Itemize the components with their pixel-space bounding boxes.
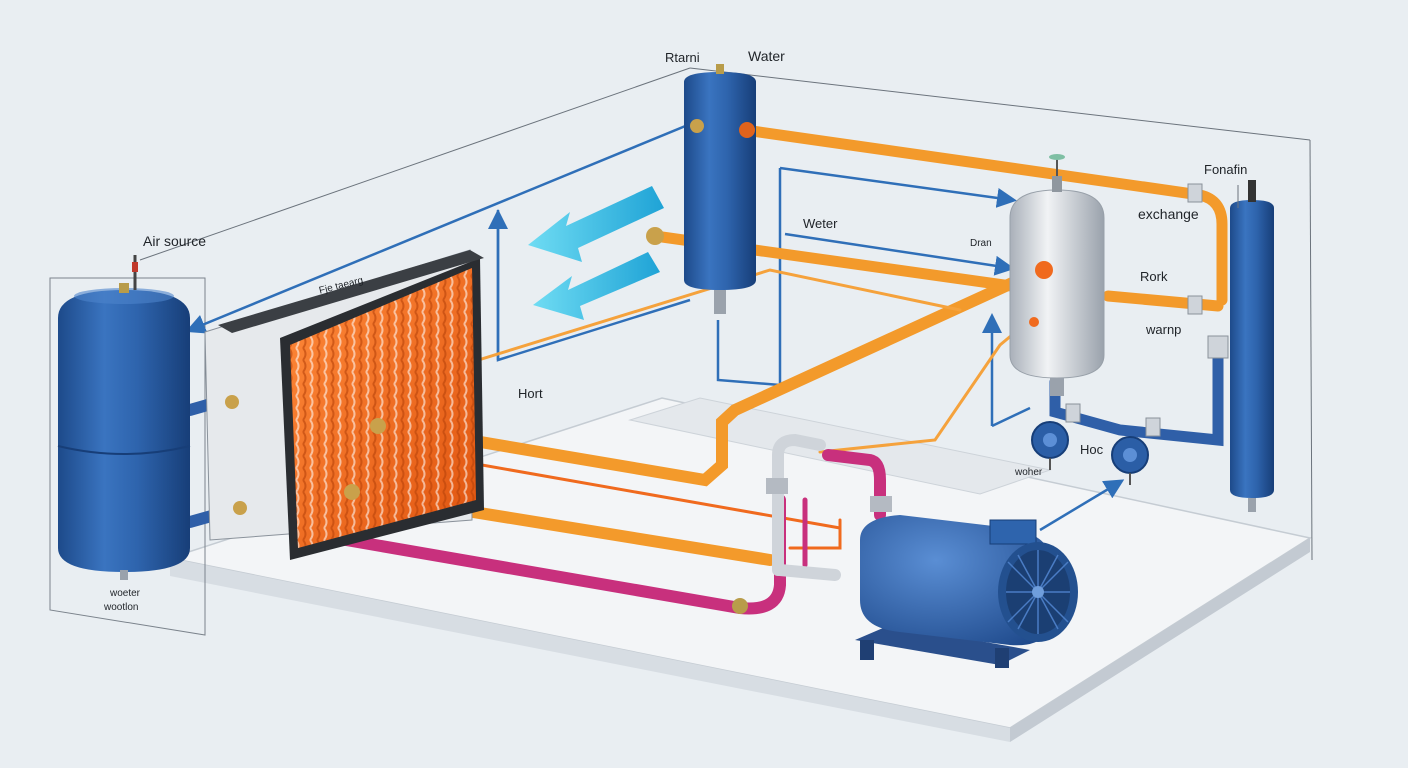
label-tank-bottom-2: wootlon [104,602,139,613]
storage-tank-top [646,64,756,314]
fin-coil-heat-exchanger [204,249,484,560]
cold-flow-lines [185,118,1125,532]
label-hot-right: Rork [1140,269,1168,284]
label-fonafin: Fonafin [1204,162,1248,177]
circulation-pumps [1031,421,1149,485]
label-hot-left: Hort [518,386,543,401]
label-water-top: Water [748,48,785,64]
label-return-top: Rtarni [665,50,700,65]
label-drain: Dran [970,238,992,249]
label-water-valve: woher [1015,467,1043,478]
steel-risers [772,433,841,581]
label-exchange: exchange [1138,206,1199,222]
compressor-motor [855,515,1078,668]
label-warp: warnp [1146,322,1182,337]
pipe-fittings [344,183,1229,614]
air-source-tank [57,255,247,580]
side-tank-right [1230,180,1274,512]
label-air-source: Air source [143,233,207,249]
label-hoc: Hoc [1080,442,1104,457]
label-tank-bottom-1: woeter [110,588,141,599]
air-flow-arrow-icon [528,186,664,320]
label-water-mid: Weter [803,216,838,231]
expansion-tank [1009,154,1105,396]
enclosure-frame [49,67,1313,636]
